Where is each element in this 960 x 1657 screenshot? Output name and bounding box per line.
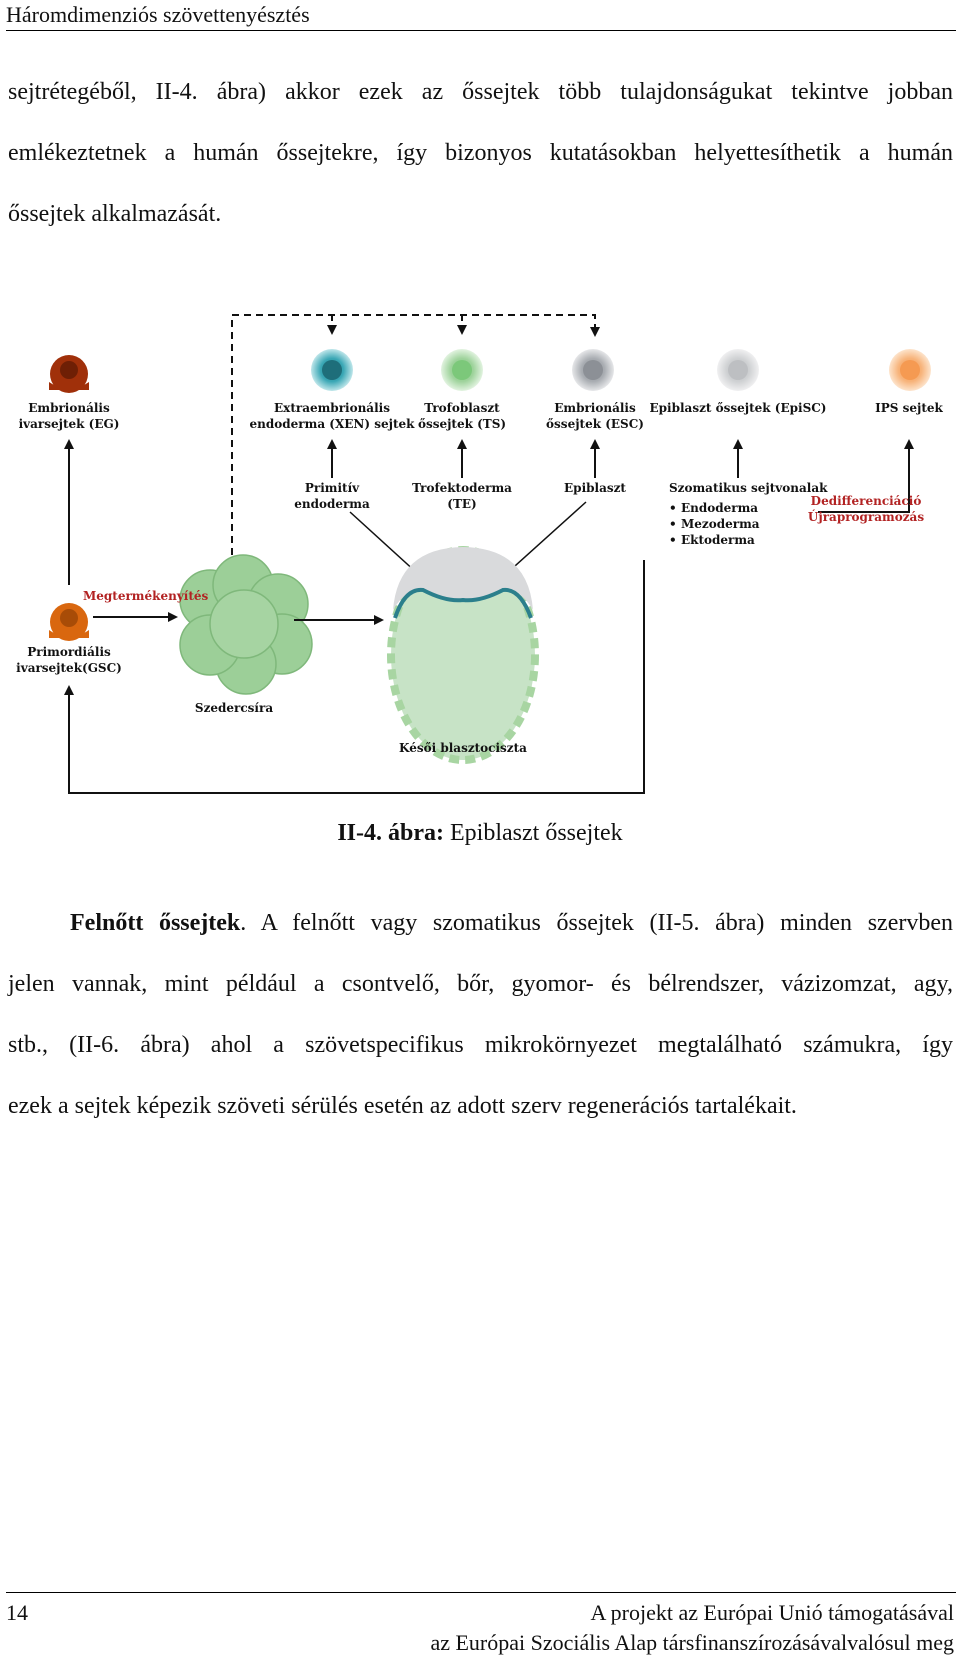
- arrow: [818, 439, 914, 513]
- episc-cell-icon: [717, 349, 759, 391]
- ts-cell-icon: [441, 349, 483, 391]
- somatic-item: Mezoderma: [681, 517, 760, 531]
- episc-label: Epiblaszt őssejtek (EpiSC): [650, 401, 827, 415]
- page-number: 14: [6, 1600, 28, 1625]
- adult-text: . A felnőtt vagy szomatikus őssejtek (II…: [240, 910, 954, 936]
- ips-label: IPS sejtek: [875, 401, 943, 415]
- epiblast-label: Epiblaszt: [564, 481, 626, 495]
- epiblast-figure: Embrionális ivarsejtek (EG) Extraembrion…: [16, 314, 944, 794]
- adult-stemcell-paragraph: Felnőtt őssejtek. A felnőtt vagy szomati…: [8, 893, 953, 1137]
- return-loop-arrow: [64, 560, 645, 794]
- header-rule: [6, 30, 956, 31]
- caption-number: II-4. ábra:: [337, 820, 445, 846]
- morula-label: Szedercsíra: [195, 701, 273, 715]
- trophectoderm-label: Trofektoderma: [412, 481, 512, 495]
- blastocyst-illustration: [387, 546, 539, 764]
- dashed-connector: [231, 314, 596, 555]
- eg-cell-icon: [49, 355, 89, 393]
- adult-line: Felnőtt őssejtek. A felnőtt vagy szomati…: [8, 893, 953, 954]
- primitive-endoderm-label: Primitív: [305, 481, 360, 495]
- footer-funding-line: az Európai Szociális Alap társfinanszíro…: [430, 1630, 954, 1655]
- eg-label: Embrionális: [28, 401, 110, 415]
- bullet: •: [669, 517, 677, 531]
- intro-paragraph: sejtrétegéből, II-4. ábra) akkor ezek az…: [8, 62, 953, 245]
- footer-rule: [6, 1592, 956, 1593]
- adult-line: ezek a sejtek képezik szöveti sérülés es…: [8, 1093, 797, 1119]
- fertilization-label: Megtermékenyítés: [83, 589, 209, 603]
- ts-label: őssejtek (TS): [418, 417, 506, 431]
- esc-label: Embrionális: [554, 401, 636, 415]
- somatic-item: Ektoderma: [681, 533, 755, 547]
- pgc-cell-icon: [49, 603, 89, 641]
- esc-label: őssejtek (ESC): [546, 417, 644, 431]
- adult-heading: Felnőtt őssejtek: [70, 910, 241, 936]
- dediff-label: Dedifferenciáció: [811, 494, 922, 508]
- ips-cell-icon: [889, 349, 931, 391]
- eg-label: ivarsejtek (EG): [19, 417, 120, 431]
- xen-label: endoderma (XEN) sejtek: [250, 417, 416, 431]
- adult-line: jelen vannak, mint például a csontvelő, …: [8, 971, 953, 997]
- esc-cell-icon: [572, 349, 614, 391]
- figure-caption: II-4. ábra: Epiblaszt őssejtek: [0, 820, 960, 847]
- bullet: •: [669, 501, 677, 515]
- somatic-item: Endoderma: [681, 501, 758, 515]
- footer-funding-line: A projekt az Európai Unió támogatásával: [590, 1600, 955, 1625]
- somatic-lines-label: Szomatikus sejtvonalak: [669, 481, 828, 495]
- morula-illustration: [179, 554, 313, 695]
- primitive-endoderm-label: endoderma: [294, 497, 370, 511]
- pointer-line: [504, 501, 587, 576]
- trophectoderm-label: (TE): [447, 497, 476, 511]
- caption-text: Epiblaszt őssejtek: [444, 820, 623, 846]
- blastocyst-label: Késői blasztociszta: [399, 741, 527, 755]
- intro-line: emlékeztetnek a humán őssejtekre, így bi…: [8, 140, 953, 166]
- pgc-label: ivarsejtek(GSC): [16, 661, 122, 675]
- adult-line: stb., (II-6. ábra) ahol a szövetspecifik…: [8, 1032, 953, 1058]
- reprogramming-label: Újraprogramozás: [808, 508, 924, 524]
- intro-line: őssejtek alkalmazását.: [8, 201, 222, 227]
- xen-cell-icon: [311, 349, 353, 391]
- xen-label: Extraembrionális: [274, 401, 390, 415]
- intro-line: sejtrétegéből, II-4. ábra) akkor ezek az…: [8, 79, 953, 105]
- running-header: Háromdimenziós szövettenyésztés: [6, 2, 310, 27]
- pgc-label: Primordiális: [27, 645, 111, 659]
- ts-label: Trofoblaszt: [424, 401, 500, 415]
- bullet: •: [669, 533, 677, 547]
